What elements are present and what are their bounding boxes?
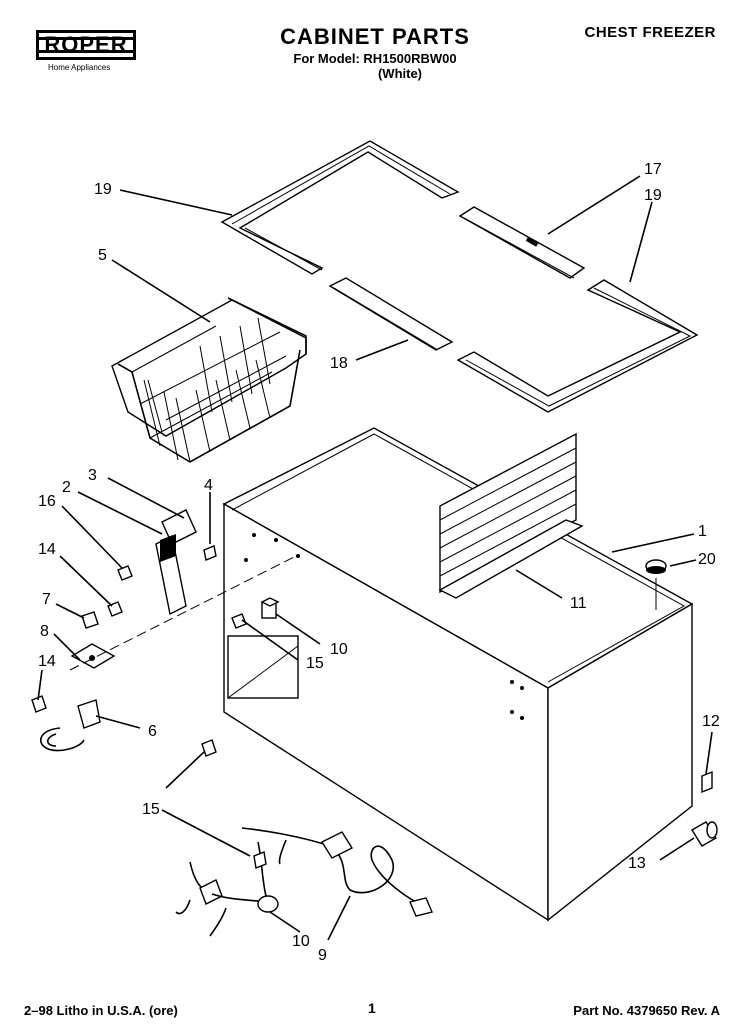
callout-14-lower: 14 [38,653,56,670]
callout-5: 5 [98,247,107,264]
plug-20 [645,559,667,574]
product-type: CHEST FREEZER [584,24,716,41]
wire-clip-10 [231,597,280,629]
wire-basket-5 [111,297,307,463]
bracket-12 [701,770,713,794]
screw-15 [201,739,217,757]
callout-9: 9 [318,947,327,964]
callout-18: 18 [330,355,348,372]
roper-logo: ROPER Home Appliances [36,30,144,76]
callout-19-right: 19 [644,187,662,204]
callout-10-lower: 10 [292,933,310,950]
lid-crossbar-18 [328,277,454,351]
page-title: CABINET PARTS [280,24,470,49]
callout-7: 7 [42,591,51,608]
callout-10-upper: 10 [330,641,348,658]
leader-lines [37,175,713,941]
brand-tagline: Home Appliances [48,63,111,72]
hinge-assembly [31,509,217,752]
callout-11: 11 [570,595,587,612]
callout-12: 12 [702,713,720,730]
callout-4: 4 [204,477,213,494]
callout-8: 8 [40,623,49,640]
callout-1: 1 [698,523,707,540]
lid-frame-left-19 [220,140,460,275]
callout-15-lower: 15 [142,801,160,818]
lid-crossbar-17 [458,206,586,279]
part-number: Part No. 4379650 Rev. A [573,1003,720,1018]
fitting-13 [691,821,718,847]
callout-14-upper: 14 [38,541,56,558]
callout-15-upper: 15 [306,655,324,672]
callout-20: 20 [698,551,716,568]
divider-panel-11 [438,432,584,599]
footer-litho: 2–98 Litho in U.S.A. (ore) [24,1003,178,1018]
wire-harness-9 [175,827,433,937]
brand-name: ROPER [36,30,136,60]
callout-3: 3 [88,467,97,484]
callout-19-left: 19 [94,181,112,198]
lid-frame-right-19 [456,279,699,413]
color-line: (White) [377,66,423,81]
callout-13: 13 [628,855,646,872]
callout-16: 16 [38,493,56,510]
page-number: 1 [368,1000,376,1016]
callout-2: 2 [62,479,71,496]
callout-17: 17 [644,161,662,178]
model-line: For Model: RH1500RBW00 [293,51,457,66]
callout-6: 6 [148,723,157,740]
